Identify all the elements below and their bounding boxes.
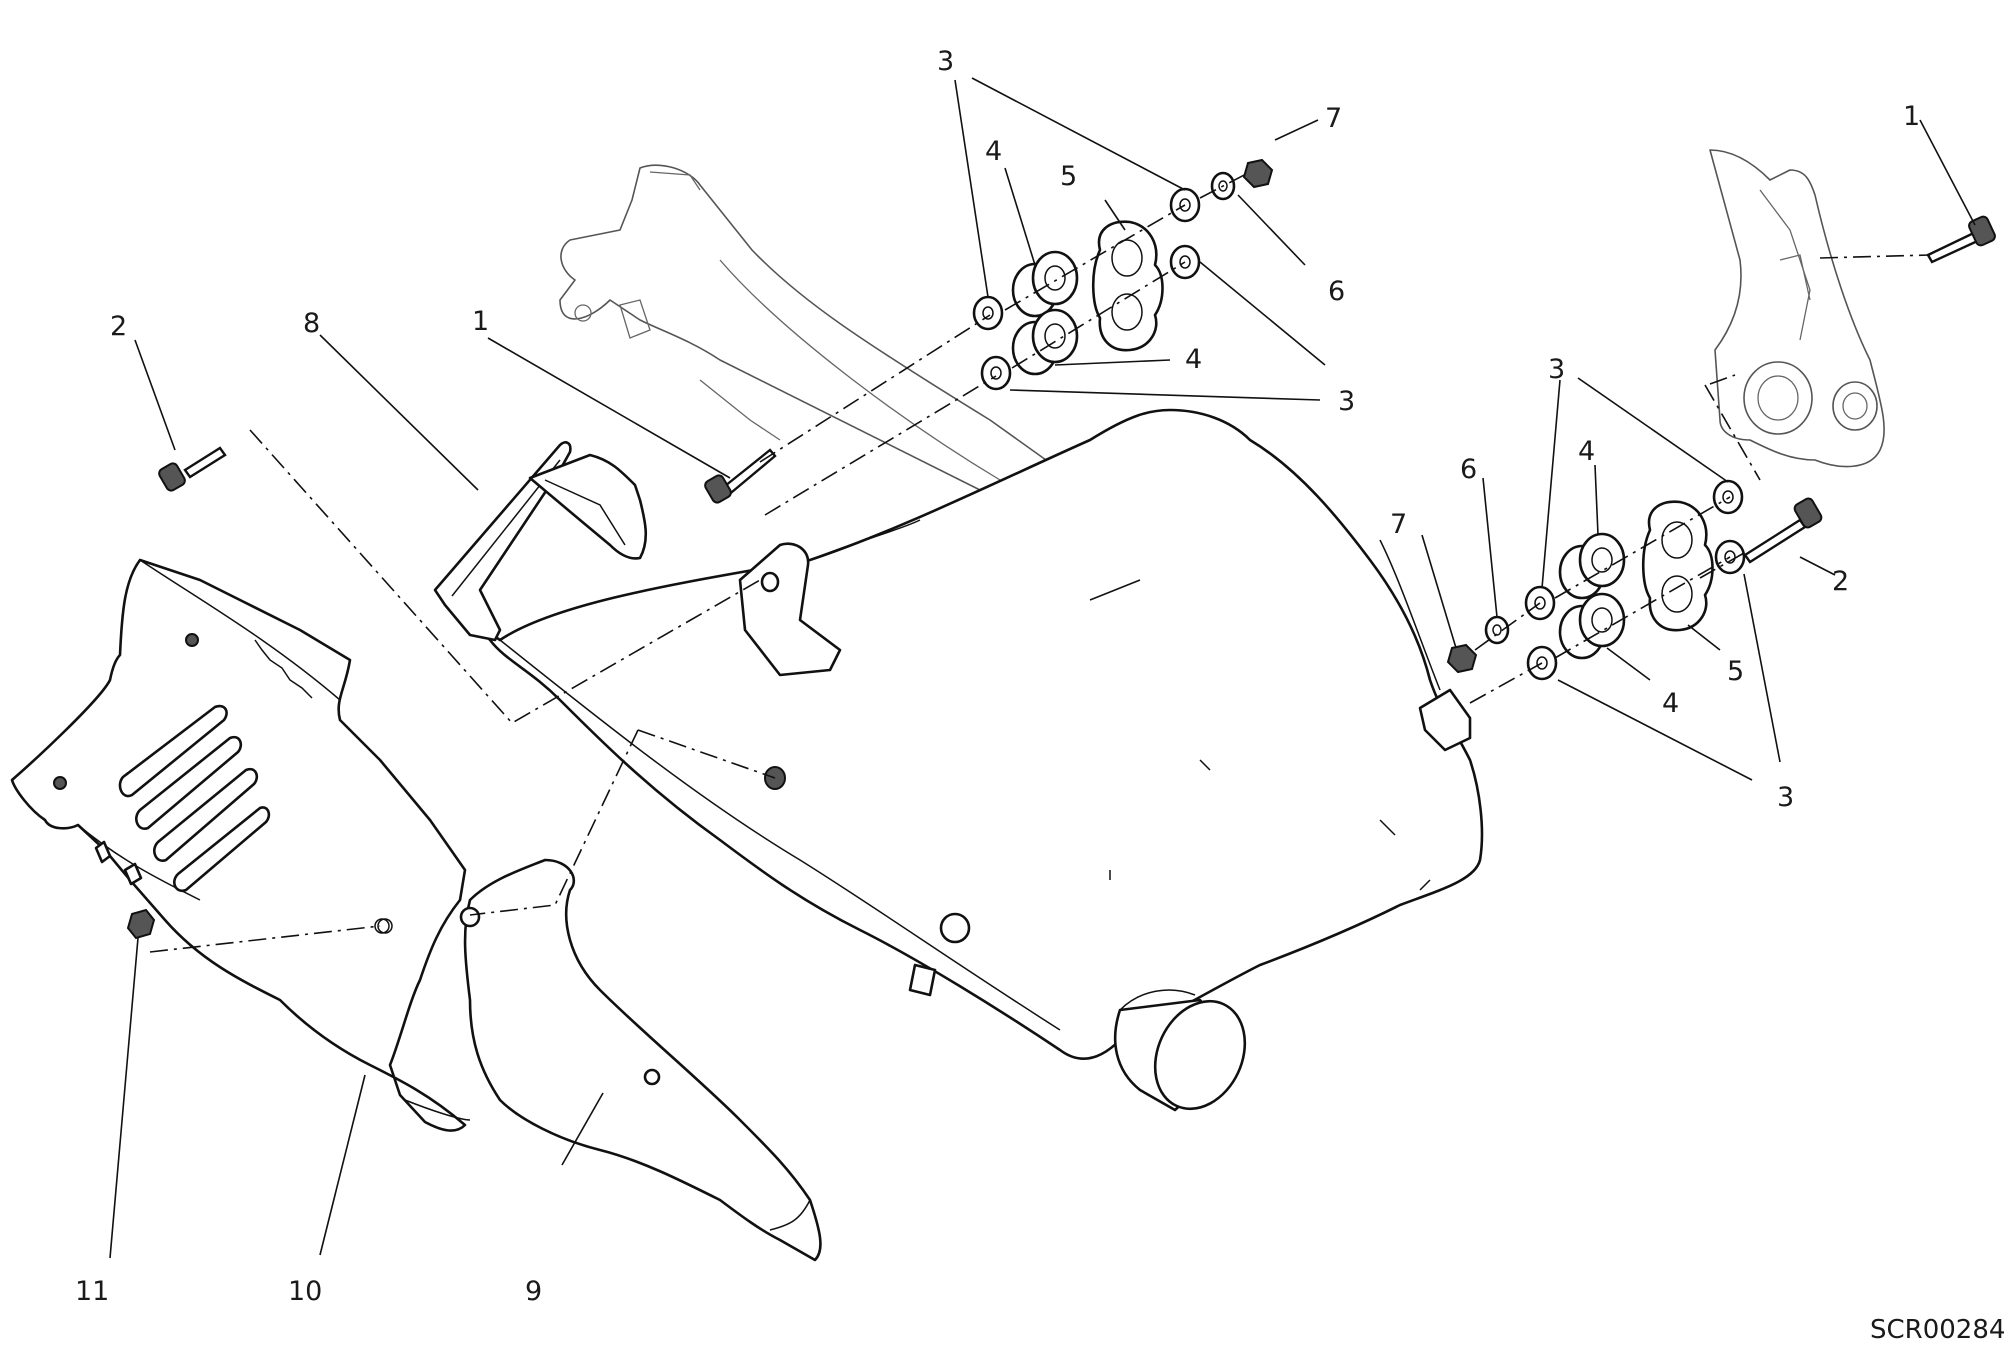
callout-2-left: 2 [110, 311, 127, 342]
callout-1-right: 1 [1903, 101, 1920, 132]
callout-1-left: 1 [472, 306, 489, 337]
callout-7-top: 7 [1325, 103, 1342, 134]
swingarm-bracket-outline [1709, 149, 1885, 468]
heat-shield-bracket [433, 441, 971, 997]
callout-4-top: 4 [985, 136, 1002, 167]
callout-3-right: 3 [1548, 354, 1565, 385]
silencer-body [468, 408, 1484, 1060]
callout-6-top: 6 [1328, 276, 1345, 307]
drawing-code: SCR00284 [1870, 1315, 2005, 1345]
callout-leaders [109, 77, 1976, 1259]
heat-shield-front [404, 858, 822, 1262]
callout-10: 10 [288, 1276, 322, 1307]
callout-2-right: 2 [1832, 566, 1849, 597]
callout-4-bottom-right: 4 [1662, 688, 1679, 719]
rear-subframe-outline [559, 164, 1061, 501]
callout-11: 11 [75, 1276, 109, 1307]
callout-3-bottom-right: 3 [1777, 782, 1794, 813]
heat-shield-rear [10, 558, 467, 1132]
callout-5-right: 5 [1727, 656, 1744, 687]
callout-9: 9 [525, 1276, 542, 1307]
callout-8: 8 [303, 308, 320, 339]
callout-7-right: 7 [1390, 509, 1407, 540]
right-mount-hardware [1418, 215, 1996, 752]
callout-5-top: 5 [1060, 161, 1077, 192]
callout-3-top: 3 [937, 46, 954, 77]
callout-3-top-right: 3 [1338, 386, 1355, 417]
callout-4-right: 4 [1578, 436, 1595, 467]
tailpipe-end [1113, 989, 1247, 1112]
callout-labels: 1 1 2 2 3 3 3 3 4 4 4 4 5 5 6 6 7 7 8 9 … [75, 46, 1920, 1307]
assembly-axis-lines [149, 171, 1931, 953]
callout-6-right: 6 [1460, 454, 1477, 485]
misc-hardware [126, 446, 393, 940]
callout-4-mid: 4 [1185, 344, 1202, 375]
